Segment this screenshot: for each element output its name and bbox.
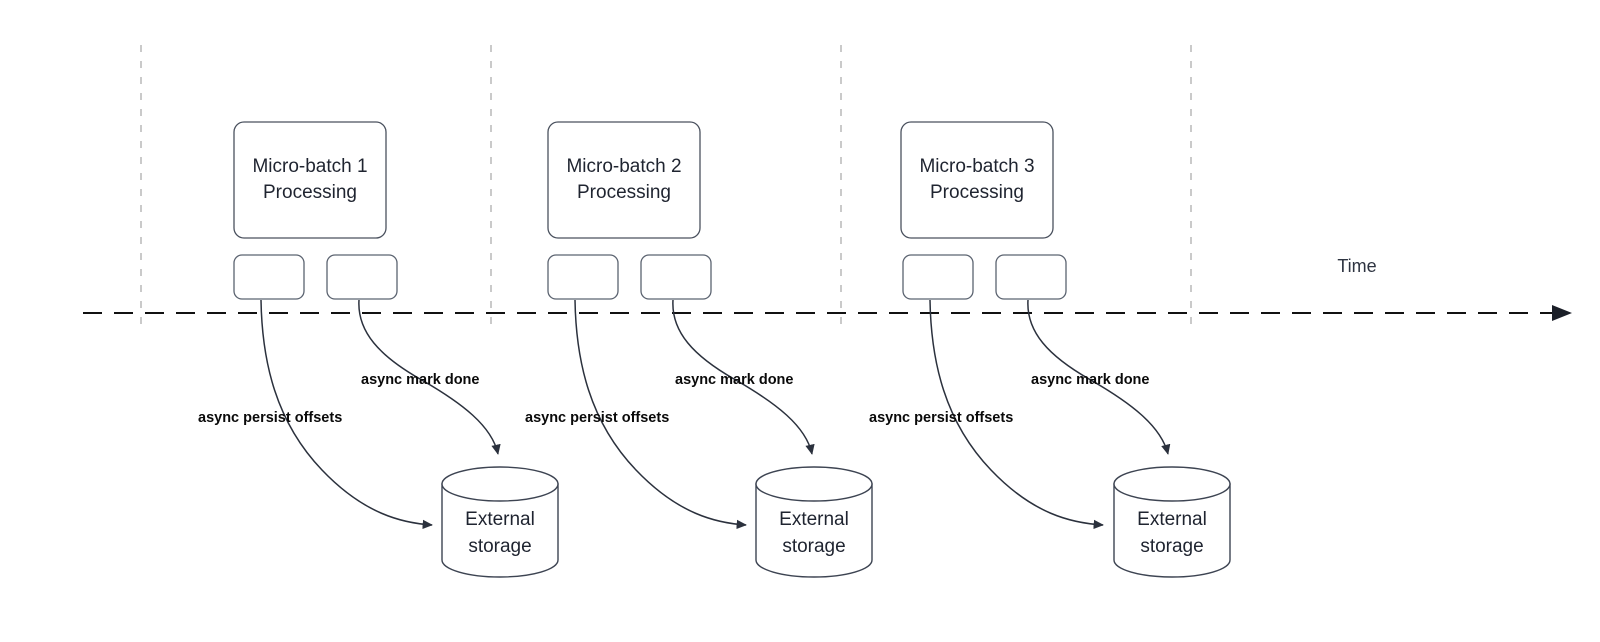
time-axis-arrowhead: [1552, 305, 1572, 321]
external-storage-cylinder-3[interactable]: External storage: [1113, 466, 1231, 578]
external-storage-cylinder-2[interactable]: External storage: [755, 466, 873, 578]
external-storage-label-2-line2: storage: [782, 536, 845, 557]
mark-done-label-1: async mark done: [361, 372, 479, 388]
task-box-1b[interactable]: [326, 254, 398, 300]
external-storage-label-3-line2: storage: [1140, 536, 1203, 557]
persist-offsets-label-3: async persist offsets: [869, 410, 1013, 426]
micro-batch-box-1[interactable]: [233, 121, 387, 239]
micro-batch-box-2-line1: Micro-batch 2: [566, 156, 681, 177]
external-storage-label-3-line1: External: [1137, 509, 1207, 530]
persist-offsets-edge-3: [929, 299, 1104, 530]
mark-done-edge-1: [358, 299, 501, 455]
external-storage-label-1-line2: storage: [468, 536, 531, 557]
cylinder-top-2: [755, 466, 873, 502]
micro-batch-box-1-line1: Micro-batch 1: [252, 156, 367, 177]
mark-done-edge-2: [672, 299, 815, 455]
task-box-3a[interactable]: [902, 254, 974, 300]
cylinder-body-1: [441, 483, 559, 578]
cylinder-body-2: [755, 483, 873, 578]
micro-batch-box-3-line1: Micro-batch 3: [919, 156, 1034, 177]
task-box-3b[interactable]: [995, 254, 1067, 300]
micro-batch-group-2: Micro-batch 2 Processing async persist o…: [525, 121, 873, 578]
persist-offsets-edge-1: [260, 299, 433, 530]
micro-batch-box-1-line2: Processing: [263, 182, 357, 203]
external-storage-cylinder-1[interactable]: External storage: [441, 466, 559, 578]
cylinder-body-3: [1113, 483, 1231, 578]
micro-batch-group-1: Micro-batch 1 Processing async persist o…: [198, 121, 559, 578]
persist-offsets-label-1: async persist offsets: [198, 410, 342, 426]
micro-batch-box-3[interactable]: [900, 121, 1054, 239]
time-axis-label: Time: [1337, 256, 1376, 276]
mark-done-label-2: async mark done: [675, 372, 793, 388]
micro-batch-box-2-line2: Processing: [577, 182, 671, 203]
cylinder-top-1: [441, 466, 559, 502]
external-storage-label-2-line1: External: [779, 509, 849, 530]
mark-done-label-3: async mark done: [1031, 372, 1149, 388]
persist-offsets-label-2: async persist offsets: [525, 410, 669, 426]
task-box-1a[interactable]: [233, 254, 305, 300]
micro-batch-group-3: Micro-batch 3 Processing async persist o…: [869, 121, 1231, 578]
time-axis-group: Time: [83, 256, 1572, 321]
external-storage-label-1-line1: External: [465, 509, 535, 530]
micro-batch-box-2[interactable]: [547, 121, 701, 239]
micro-batch-box-3-line2: Processing: [930, 182, 1024, 203]
mark-done-edge-3: [1027, 299, 1171, 455]
task-box-2b[interactable]: [640, 254, 712, 300]
persist-offsets-edge-2: [574, 299, 747, 530]
cylinder-top-3: [1113, 466, 1231, 502]
task-box-2a[interactable]: [547, 254, 619, 300]
